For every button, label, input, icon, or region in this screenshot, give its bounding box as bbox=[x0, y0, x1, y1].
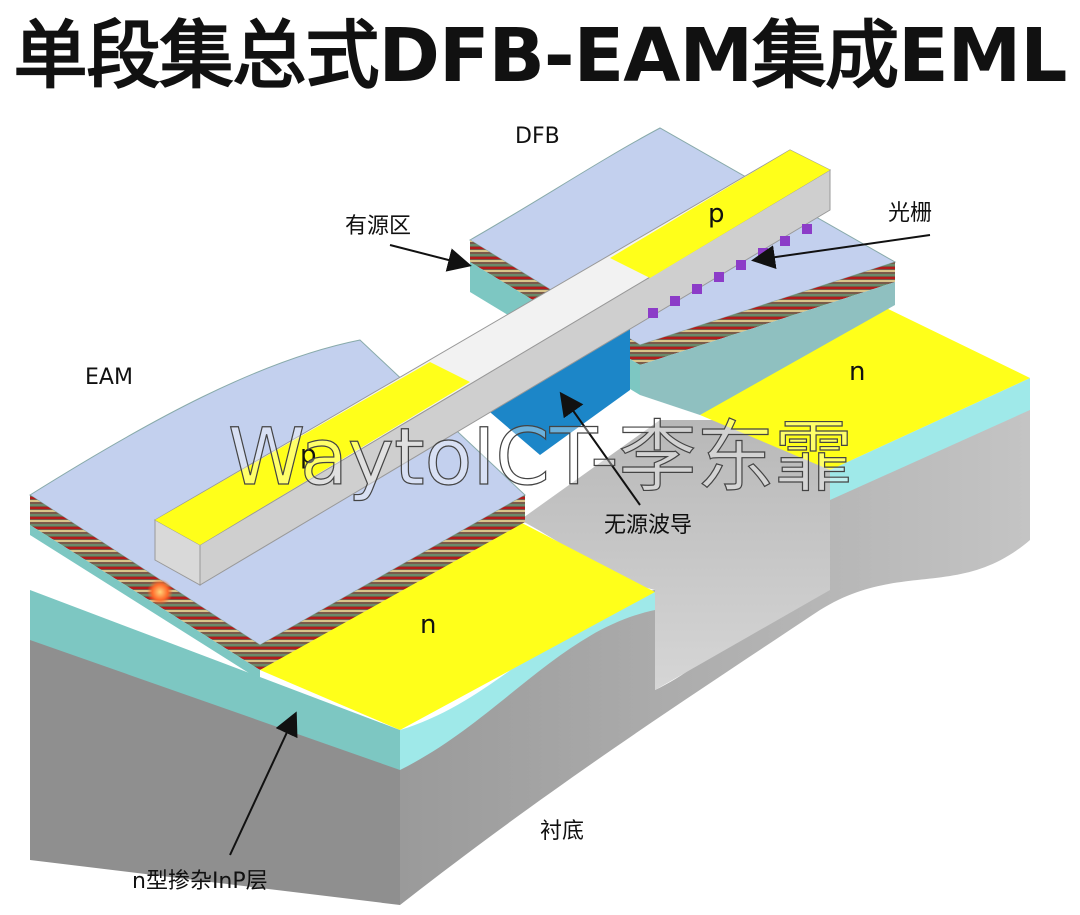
label-n-doped-inp: n型掺杂InP层 bbox=[132, 869, 268, 894]
substrate-block bbox=[30, 380, 1030, 905]
label-n-left: n bbox=[420, 610, 436, 640]
ridge-waveguide bbox=[153, 149, 832, 586]
n-doped-inp-layer bbox=[30, 378, 1030, 770]
label-eam: EAM bbox=[85, 365, 133, 390]
light-emission-spot bbox=[147, 579, 173, 605]
label-passive-waveguide: 无源波导 bbox=[604, 513, 692, 538]
label-n-right: n bbox=[849, 357, 865, 387]
page-title: 单段集总式DFB-EAM集成EML bbox=[13, 13, 1068, 99]
label-p-eam: p bbox=[300, 440, 317, 470]
annotation-arrows bbox=[229, 234, 931, 856]
label-dfb: DFB bbox=[515, 124, 560, 149]
n-contacts bbox=[260, 305, 1030, 730]
watermark: WaytoICT-李东霏 bbox=[228, 413, 853, 503]
label-p-dfb: p bbox=[708, 199, 725, 229]
label-substrate: 衬底 bbox=[540, 819, 584, 844]
label-active-region: 有源区 bbox=[345, 214, 411, 239]
label-grating: 光栅 bbox=[888, 201, 932, 226]
